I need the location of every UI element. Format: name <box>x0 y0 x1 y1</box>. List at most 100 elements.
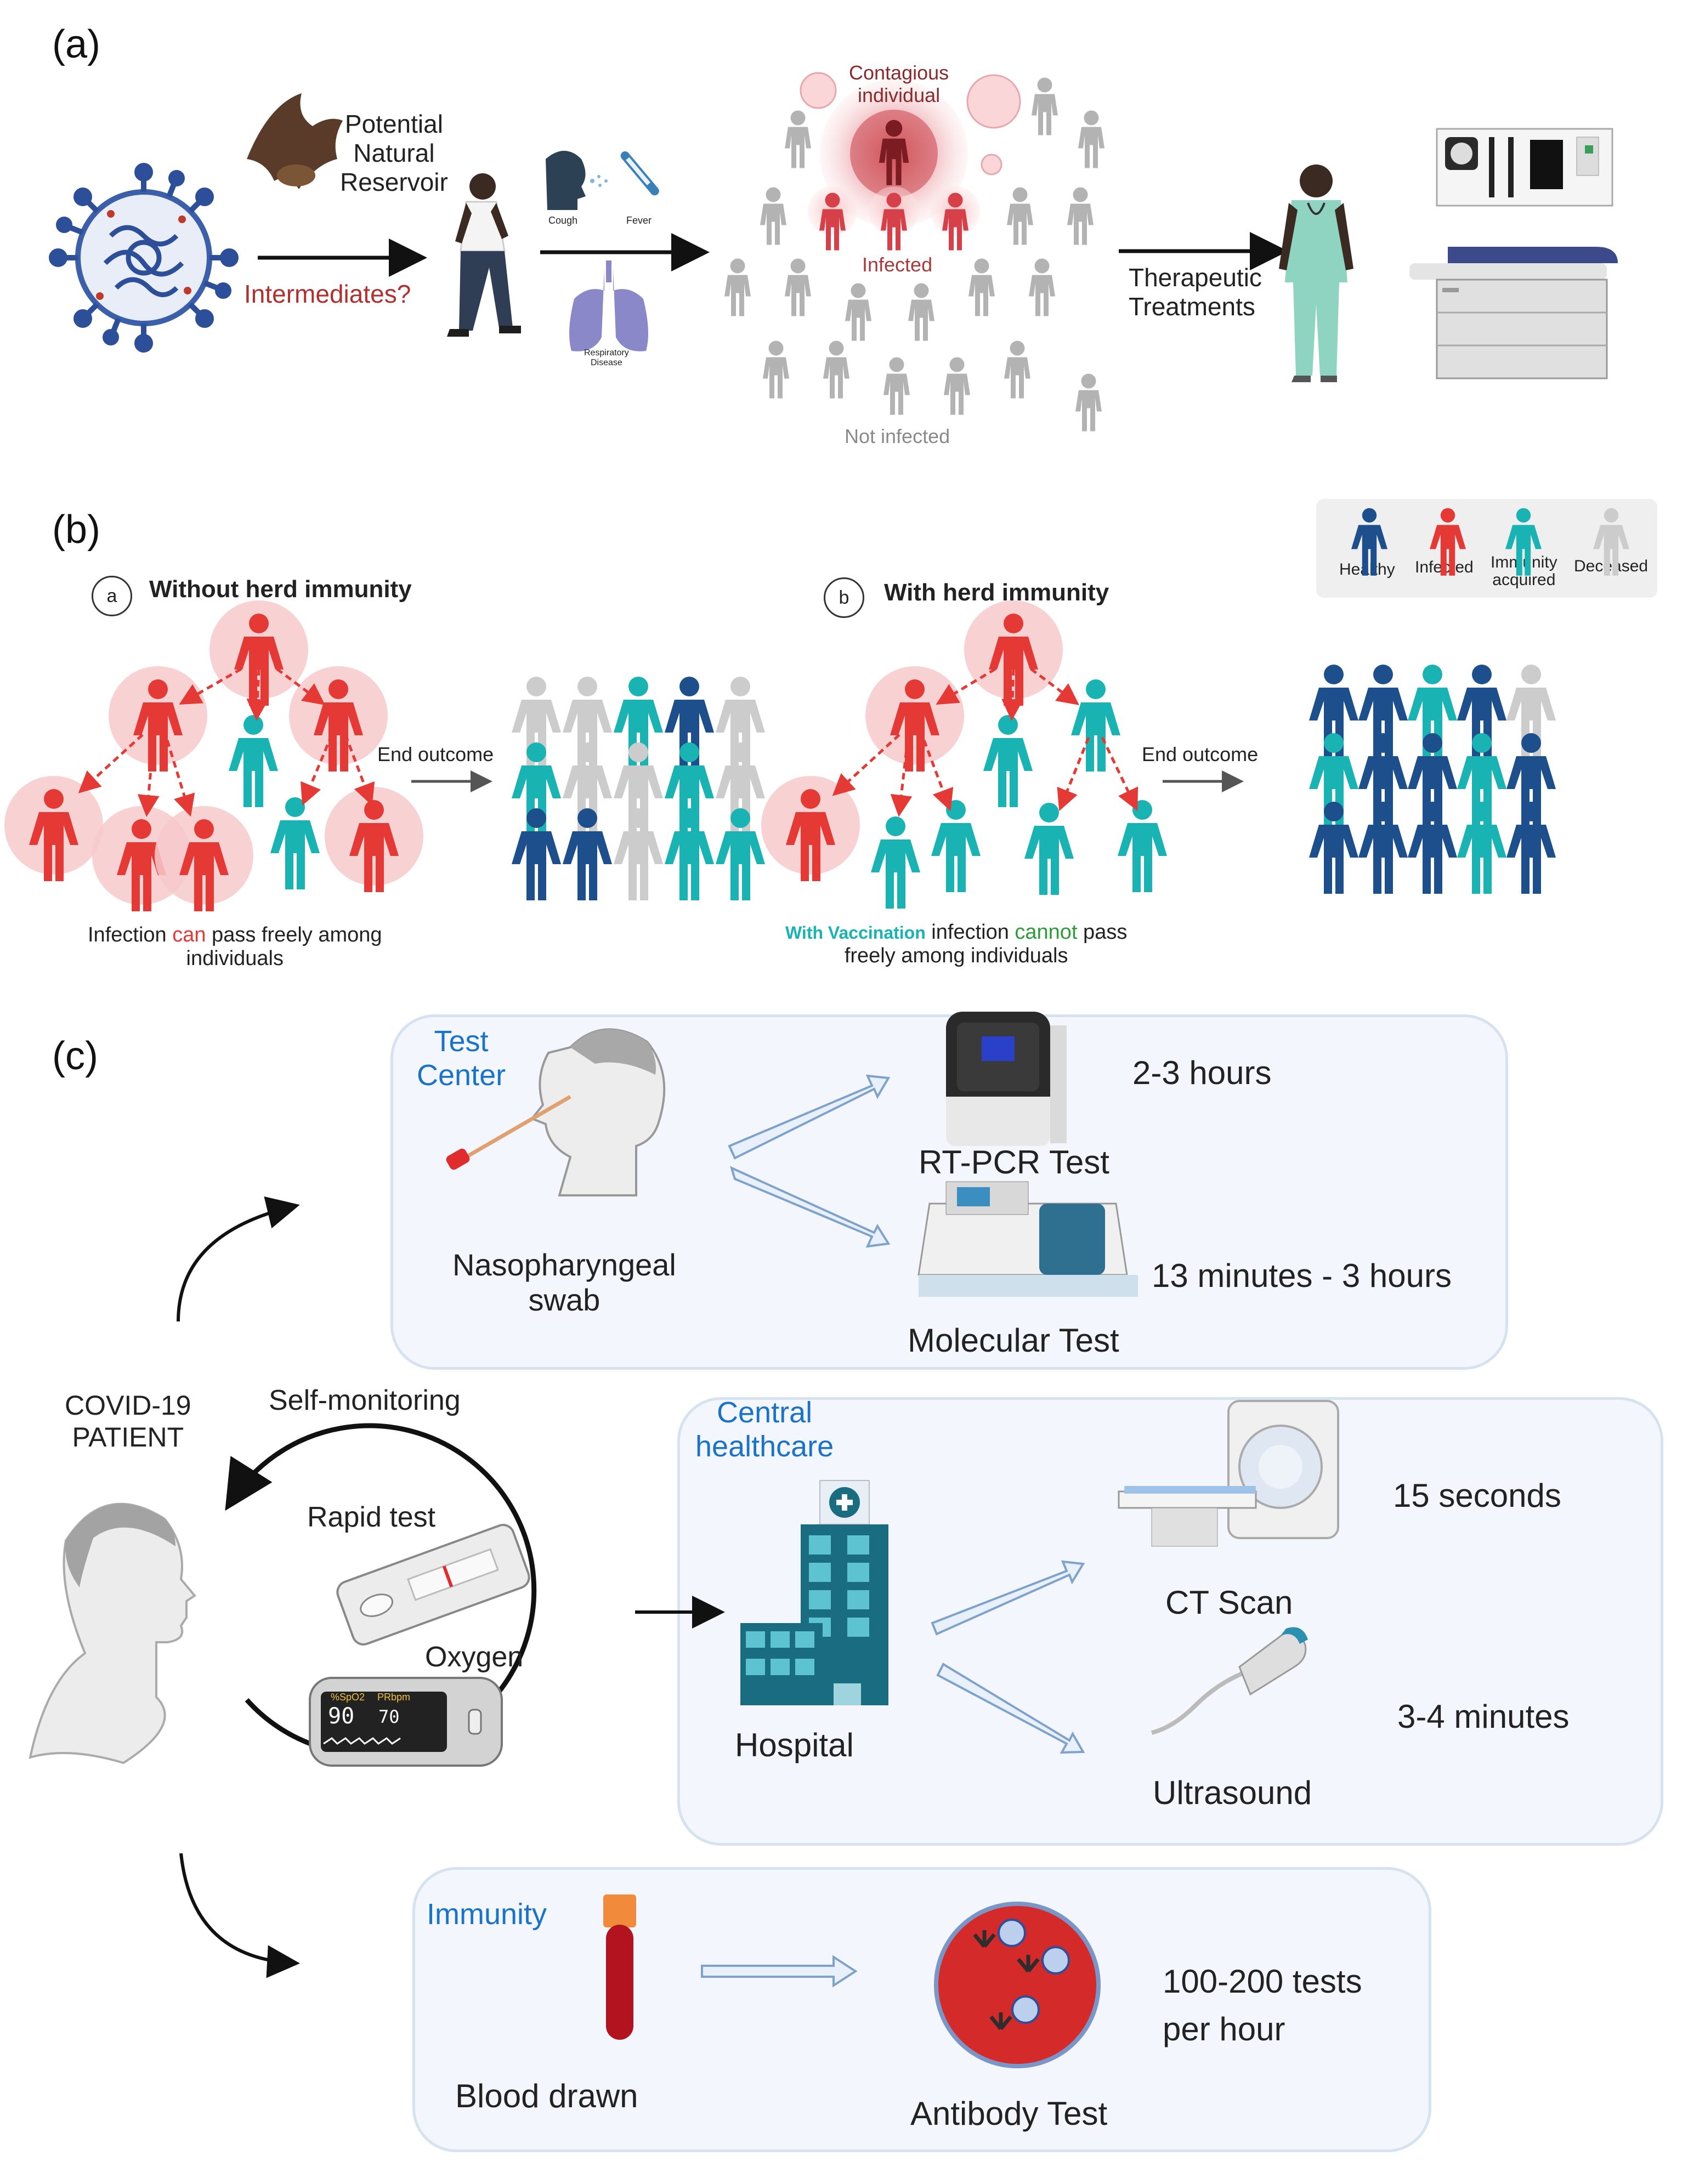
pr-caption: PRbpm <box>377 1692 411 1703</box>
outcome-b-person <box>1457 665 1506 757</box>
end-outcome-right: End outcome <box>1142 743 1259 765</box>
outcome-b-person <box>1506 665 1556 757</box>
spread-arrow <box>344 734 375 806</box>
tree-a-person <box>155 806 253 911</box>
arrow-to-immunity <box>179 1853 300 1978</box>
outcome-b-person <box>1506 733 1556 825</box>
ultrasound-label: Ultrasound <box>1153 1774 1312 1811</box>
pr-value: 70 <box>378 1706 400 1727</box>
outcome-a-person <box>563 742 612 835</box>
spread-arrow <box>1101 736 1138 812</box>
arrow-to-molecular <box>729 1166 891 1248</box>
outcome-b-person <box>1309 733 1358 825</box>
patient-label: COVID-19 PATIENT <box>65 1390 191 1453</box>
reservoir-label: Potential Natural Reservoir <box>340 110 448 196</box>
panel-a-letter: (a) <box>52 22 100 66</box>
virus-particle-icon <box>800 72 1021 175</box>
with-badge: b <box>824 577 864 618</box>
outcome-b-person <box>1408 802 1457 894</box>
legend-deceased-label: Deceased <box>1574 557 1649 575</box>
legend-infected-person <box>1430 508 1466 576</box>
legend-immune-person <box>1505 508 1542 576</box>
outcome-b-person <box>1457 733 1506 825</box>
spread-arrow <box>246 668 269 721</box>
ct-scan-label: CT Scan <box>1165 1584 1293 1621</box>
tree-b-person <box>761 776 860 881</box>
without-badge: a <box>92 576 132 616</box>
outcome-a-person <box>512 808 561 900</box>
tree-a-person <box>209 600 308 706</box>
panel-c-letter: (c) <box>52 1034 98 1078</box>
outcome-a-person <box>563 677 612 769</box>
antibody-test-icon <box>934 1902 1101 2068</box>
tree-b-person <box>983 715 1033 807</box>
spread-arrow <box>922 740 954 812</box>
spread-arrow <box>78 734 144 793</box>
molecular-test-icon <box>917 1181 1138 1297</box>
panel-a-graphics <box>49 72 1618 432</box>
molecular-label: Molecular Test <box>908 1322 1119 1359</box>
outcome-b-person <box>1309 802 1358 894</box>
cough-icon <box>546 151 608 210</box>
outcome-a-person <box>665 677 714 769</box>
medical-equipment-icon <box>1436 128 1613 207</box>
thermometer-icon <box>620 151 659 196</box>
spread-arrow <box>890 740 913 817</box>
hospital-icon <box>740 1480 888 1705</box>
not-infected-label: Not infected <box>845 425 950 447</box>
therapeutic-label: Therapeutic Treatments <box>1129 263 1262 321</box>
ultrasound-icon <box>1151 1627 1308 1735</box>
outcome-b-person <box>1457 802 1506 894</box>
tree-a-person <box>109 666 207 772</box>
without-caption: Infection can pass freely among individu… <box>88 899 382 971</box>
outcome-b-person <box>1358 802 1408 894</box>
legend-immunity-label: Immunity acquired <box>1491 553 1557 589</box>
spread-arrow <box>1057 737 1090 812</box>
tree-a-person <box>4 776 103 881</box>
caption-can: can <box>172 923 206 946</box>
outcome-b-person <box>1358 733 1408 825</box>
tree-a-person <box>270 797 320 889</box>
rtpcr-machine-icon <box>946 1012 1067 1146</box>
arrow-to-ultrasound <box>936 1663 1085 1754</box>
herd-immunity-graphics <box>4 508 1629 911</box>
molecular-time: 13 minutes - 3 hours <box>1152 1257 1452 1294</box>
swab-head-icon <box>446 1028 666 1196</box>
doctor-icon <box>1279 164 1353 382</box>
rapid-test-icon <box>336 1524 530 1646</box>
legend-deceased-person <box>1593 508 1629 576</box>
oxygen-label: Oxygen <box>425 1641 524 1673</box>
infected-label: Infected <box>862 253 933 276</box>
rapid-test-label: Rapid test <box>307 1501 436 1533</box>
outcome-b-person <box>1358 665 1408 757</box>
cough-label: Cough <box>548 215 578 226</box>
end-outcome-left: End outcome <box>377 743 494 765</box>
caption-pre: Infection <box>88 923 173 946</box>
outcome-a-person <box>512 677 561 769</box>
ultrasound-time: 3-4 minutes <box>1397 1698 1570 1735</box>
outcome-a-person <box>665 808 714 900</box>
spread-arrow <box>1030 668 1079 705</box>
outcome-b-person <box>1506 802 1556 894</box>
spread-arrow <box>1001 668 1024 721</box>
coronavirus-icon <box>49 163 239 353</box>
fever-label: Fever <box>626 215 652 226</box>
antibody-time: 100-200 tests per hour <box>1163 1963 1362 2047</box>
antibody-label: Antibody Test <box>910 2095 1108 2132</box>
pulse-oximeter-icon <box>309 1677 503 1767</box>
outcome-b-person <box>1408 665 1457 757</box>
panel-b-letter: (b) <box>52 508 100 552</box>
immunity-title: Immunity <box>427 1898 547 1931</box>
arrow-to-rtpcr <box>728 1074 891 1160</box>
tree-b-person <box>865 666 964 772</box>
blood-drawn-label: Blood drawn <box>455 2078 638 2114</box>
outcome-a-person <box>716 808 765 900</box>
immunity-box <box>412 1867 1431 2152</box>
central-healthcare-title: Central healthcare <box>695 1396 834 1463</box>
spo2-caption: %SpO2 <box>331 1692 365 1703</box>
intermediates-label: Intermediates? <box>244 280 411 308</box>
rtpcr-label: RT-PCR Test <box>919 1144 1109 1181</box>
outcome-a-person <box>563 808 612 900</box>
outcome-a-person <box>614 677 663 769</box>
bat-icon <box>247 93 343 189</box>
